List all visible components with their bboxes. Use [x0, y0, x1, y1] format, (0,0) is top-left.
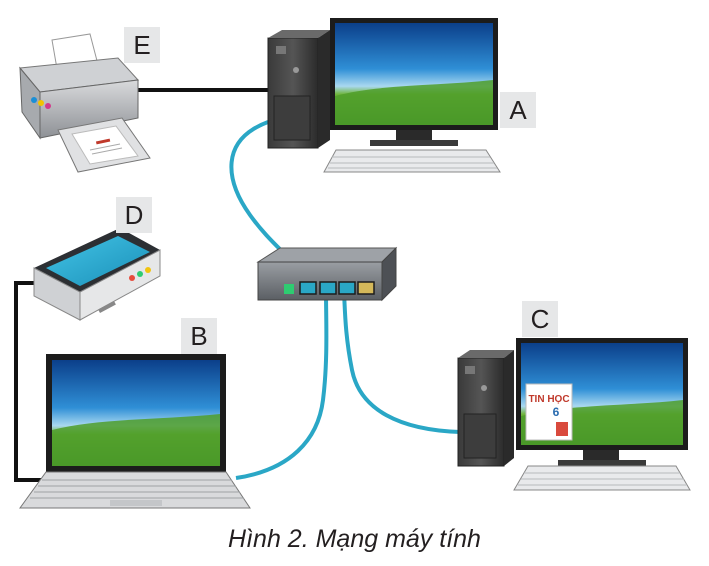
- label-c: C: [522, 301, 558, 337]
- cable-scanner-to-laptop-b: [14, 281, 45, 482]
- book-title: TIN HỌC: [528, 394, 569, 405]
- label-e: E: [124, 27, 160, 63]
- computer-c: TIN HỌC 6: [457, 338, 691, 491]
- computer-a: [267, 18, 501, 173]
- laptop-b: [19, 354, 251, 509]
- printer: [19, 33, 151, 173]
- label-d: D: [116, 197, 152, 233]
- label-a: A: [500, 92, 536, 128]
- scanner: [33, 228, 161, 321]
- network-switch: [256, 246, 398, 302]
- pdf-icon: [556, 422, 568, 436]
- cable-laptop-b-to-switch: [235, 291, 329, 480]
- book-number: 6: [553, 405, 560, 419]
- figure-caption: Hình 2. Mạng máy tính: [228, 525, 481, 553]
- label-b: B: [181, 318, 217, 354]
- cable-pc-c-to-switch: [342, 291, 461, 434]
- cables: [14, 88, 461, 482]
